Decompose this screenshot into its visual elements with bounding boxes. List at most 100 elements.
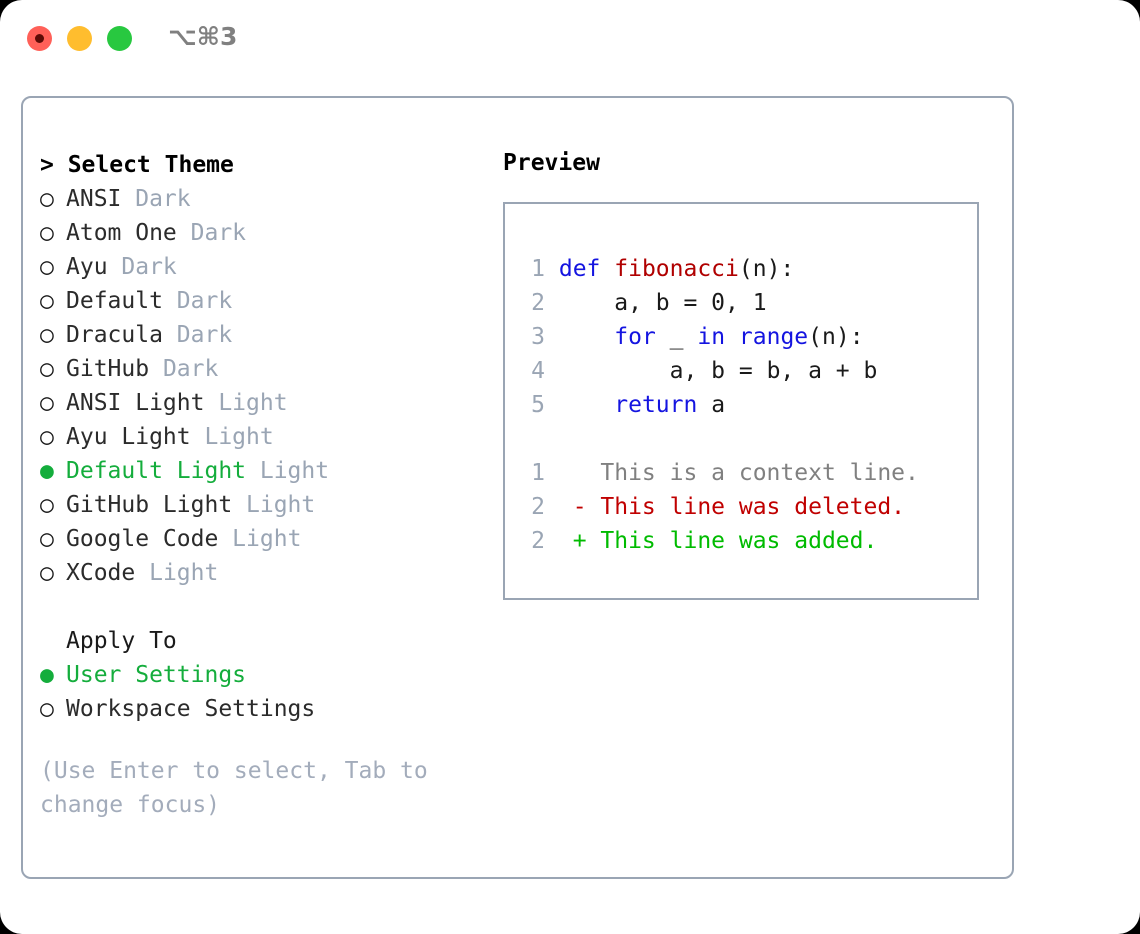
radio-unselected-icon: ○	[40, 492, 54, 518]
code-sample: 1 def fibonacci(n): 2 a, b = 0, 1 3 for _ …	[505, 252, 977, 422]
theme-option-dracula[interactable]: ○Dracula Dark	[40, 318, 480, 352]
radio-unselected-icon: ○	[40, 696, 54, 722]
radio-unselected-icon: ○	[40, 356, 54, 382]
diff-line: 1 This is a context line.	[505, 456, 977, 490]
line-number: 1	[531, 460, 545, 486]
theme-selector-panel: > Select Theme ○ANSI Dark○Atom One Dark○…	[21, 96, 1014, 879]
line-number: 2	[531, 494, 545, 520]
gutter-space	[545, 256, 559, 282]
theme-option-ansi[interactable]: ○ANSI Dark	[40, 182, 480, 216]
radio-unselected-icon: ○	[40, 390, 54, 416]
title-bar: ⌥⌘3	[0, 0, 1140, 78]
preview-box: 1 def fibonacci(n): 2 a, b = 0, 1 3 for _ …	[503, 202, 979, 600]
radio-unselected-icon: ○	[40, 560, 54, 586]
code-token: return	[614, 392, 698, 418]
gutter-space	[545, 290, 559, 316]
theme-option-label: Dracula	[66, 322, 163, 348]
theme-option-list: ○ANSI Dark○Atom One Dark○Ayu Dark○Defaul…	[40, 182, 480, 590]
apply-to-option-list: ● User Settings ○ Workspace Settings	[40, 658, 480, 726]
code-token: a, b = 0, 1	[558, 290, 767, 316]
preview-column: Preview 1 def fibonacci(n): 2 a, b = 0, 1…	[503, 148, 993, 600]
code-token	[559, 392, 614, 418]
radio-unselected-icon: ○	[40, 288, 54, 314]
diff-line: 2 + This line was added.	[505, 524, 977, 558]
theme-option-label: Ayu Light	[66, 424, 191, 450]
theme-option-label: Default Light	[66, 458, 247, 484]
radio-unselected-icon: ○	[40, 254, 54, 280]
radio-unselected-icon: ○	[40, 322, 54, 348]
apply-to-heading-indent	[40, 624, 66, 658]
radio-unselected-icon: ○	[40, 526, 54, 552]
theme-option-ayu[interactable]: ○ Ayu Dark	[40, 250, 480, 284]
theme-option-label: Ayu	[66, 254, 108, 280]
radio-unselected-icon: ○	[40, 220, 54, 246]
code-token: a, b = b, a + b	[558, 358, 878, 384]
theme-option-label: ANSI	[66, 186, 122, 212]
code-token: _	[655, 324, 698, 350]
theme-variant-badge: Dark	[107, 254, 177, 280]
apply-to-heading: Apply To	[40, 624, 480, 658]
code-token: def	[558, 256, 615, 282]
theme-list-column: > Select Theme ○ANSI Dark○Atom One Dark○…	[40, 148, 480, 822]
theme-variant-badge: Light	[246, 458, 330, 484]
diff-marker: -	[545, 494, 601, 520]
theme-option-label: XCode	[66, 560, 136, 586]
theme-option-github[interactable]: ○GitHub Dark	[40, 352, 480, 386]
theme-option-google-code[interactable]: ○ Google Code Light	[40, 522, 480, 556]
gutter-space	[545, 392, 559, 418]
theme-option-label: GitHub Light	[66, 492, 233, 518]
theme-option-default[interactable]: ○Default Dark	[40, 284, 480, 318]
diff-marker: +	[545, 528, 601, 554]
radio-selected-icon: ●	[40, 458, 54, 484]
line-number: 5	[531, 392, 545, 418]
code-token: range	[738, 324, 809, 350]
apply-to-option-workspace-settings[interactable]: ○ Workspace Settings	[40, 692, 480, 726]
minimize-window-icon[interactable]	[67, 26, 92, 51]
theme-option-default-light[interactable]: ● Default Light Light	[40, 454, 480, 488]
code-token	[725, 324, 739, 350]
code-token: (n):	[738, 256, 795, 282]
apply-to-option-label: User Settings	[66, 662, 247, 688]
diff-text: This is a context line.	[600, 460, 919, 486]
theme-option-label: Atom One	[66, 220, 177, 246]
list-spacer	[40, 590, 480, 624]
theme-option-ansi-light[interactable]: ○ANSI Light Light	[40, 386, 480, 420]
theme-variant-badge: Light	[232, 492, 316, 518]
theme-variant-badge: Dark	[162, 288, 233, 314]
line-number: 2	[531, 528, 545, 554]
code-token: in	[697, 324, 726, 350]
theme-option-github-light[interactable]: ○ GitHub Light Light	[40, 488, 480, 522]
line-number: 2	[531, 290, 545, 316]
maximize-window-icon[interactable]	[107, 26, 132, 51]
theme-option-atom-one[interactable]: ○ Atom One Dark	[40, 216, 480, 250]
code-token: a	[697, 392, 726, 418]
theme-variant-badge: Dark	[176, 220, 247, 246]
theme-option-label: Google Code	[66, 526, 219, 552]
line-number: 1	[531, 256, 545, 282]
code-token	[559, 324, 614, 350]
keyboard-shortcut-label: ⌥⌘3	[168, 22, 238, 51]
theme-variant-badge: Light	[190, 424, 274, 450]
theme-option-ayu-light[interactable]: ○ Ayu Light Light	[40, 420, 480, 454]
theme-variant-badge: Light	[135, 560, 219, 586]
keyboard-hint-text: (Use Enter to select, Tab to change focu…	[40, 758, 442, 818]
close-window-icon[interactable]	[27, 26, 52, 51]
radio-selected-icon: ●	[40, 662, 54, 688]
theme-variant-badge: Dark	[121, 186, 191, 212]
theme-variant-badge: Dark	[149, 356, 219, 382]
theme-variant-badge: Light	[218, 526, 302, 552]
code-line: 3 for _ in range(n):	[505, 320, 977, 354]
apply-to-option-label: Workspace Settings	[66, 696, 316, 722]
line-number: 3	[531, 324, 545, 350]
code-line: 1 def fibonacci(n):	[505, 252, 977, 286]
code-token: (n):	[808, 324, 864, 350]
theme-option-label: ANSI Light	[66, 390, 205, 416]
code-line: 5 return a	[505, 388, 977, 422]
diff-marker	[545, 460, 600, 486]
preview-heading: Preview	[503, 150, 600, 176]
radio-unselected-icon: ○	[40, 424, 54, 450]
apply-to-heading-label: Apply To	[66, 628, 177, 654]
apply-to-option-user-settings[interactable]: ● User Settings	[40, 658, 480, 692]
theme-option-xcode[interactable]: ○ XCode Light	[40, 556, 480, 590]
